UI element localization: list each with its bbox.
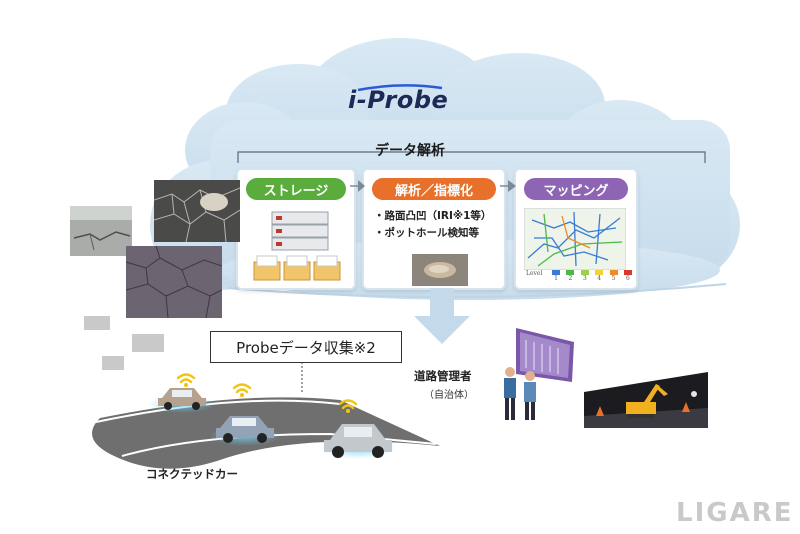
mapping-label: マッピング: [524, 178, 628, 200]
map-legend-tick: 3: [582, 275, 587, 282]
logo-text: i-Probe: [348, 86, 449, 114]
map-legend-item: 1: [550, 270, 562, 284]
arrow-to-road-manager: [414, 288, 470, 344]
map-legend-swatch: [566, 270, 575, 275]
probe-dotted-line: [301, 362, 303, 394]
map-legend: 1 2 3 4 5 6: [550, 270, 634, 284]
road-construction-illustration: [584, 372, 708, 428]
logo-swoosh: [357, 84, 443, 92]
data-blocks: [84, 316, 164, 370]
car-2: [216, 416, 274, 443]
map-legend-item: 3: [579, 270, 591, 284]
map-legend-swatch: [580, 270, 589, 275]
wifi-icon: [232, 383, 252, 397]
mapping-panel: マッピング Level 1 2 3 4 5 6: [514, 168, 638, 290]
server-icon: [253, 211, 341, 281]
map-legend-tick: 1: [554, 275, 558, 282]
map-legend-swatch: [552, 270, 560, 275]
arrow-analysis-to-mapping: [500, 180, 516, 192]
i-probe-logo: i-Probe: [348, 86, 452, 120]
analysis-bullets: ・路面凸凹（IRI※1等） ・ポットホール検知等: [374, 208, 491, 242]
ligare-watermark: LIGARE: [676, 498, 794, 528]
analysis-panel: 解析／指標化 ・路面凸凹（IRI※1等） ・ポットホール検知等: [362, 168, 506, 290]
arrow-storage-to-analysis: [350, 180, 365, 192]
road-crack-photo-3: [126, 246, 222, 318]
road-crack-photo-1: [70, 206, 132, 256]
map-legend-swatch: [609, 270, 618, 275]
road-manager-people-illustration: [504, 328, 574, 420]
road-map-thumbnail: [524, 208, 626, 270]
pothole-photo: [412, 254, 468, 286]
car-1: [158, 388, 206, 410]
map-legend-item: 6: [622, 270, 634, 284]
analysis-bullet-pothole: ・ポットホール検知等: [374, 227, 479, 239]
map-legend-tick: 6: [626, 275, 630, 282]
map-legend-tick: 2: [568, 275, 573, 282]
map-legend-item: 5: [608, 270, 620, 284]
analysis-title: データ解析: [375, 143, 445, 159]
car-3: [324, 424, 392, 458]
probe-data-collection-box: Probeデータ収集※2: [210, 331, 402, 363]
map-legend-item: 4: [593, 270, 605, 284]
map-legend-tick: 5: [611, 275, 616, 282]
road-manager-label: 道路管理者: [414, 369, 472, 383]
storage-panel: ストレージ: [236, 168, 356, 290]
map-legend-swatch: [595, 270, 604, 275]
analysis-bullet-iri: ・路面凸凹（IRI※1等）: [374, 210, 492, 222]
road-manager-sub-label: （自治体）: [424, 390, 474, 401]
road-crack-photo-2: [154, 180, 240, 242]
map-legend-item: 2: [564, 270, 576, 284]
map-legend-swatch: [623, 270, 632, 275]
map-legend-tick: 4: [597, 275, 602, 282]
connected-car-label: コネクテッドカー: [146, 467, 238, 481]
wifi-icon: [338, 399, 358, 413]
wifi-icon: [176, 373, 196, 387]
analysis-label: 解析／指標化: [372, 178, 496, 200]
storage-label: ストレージ: [246, 178, 346, 200]
map-legend-title: Level: [526, 270, 543, 277]
road-with-cars: [92, 388, 440, 469]
